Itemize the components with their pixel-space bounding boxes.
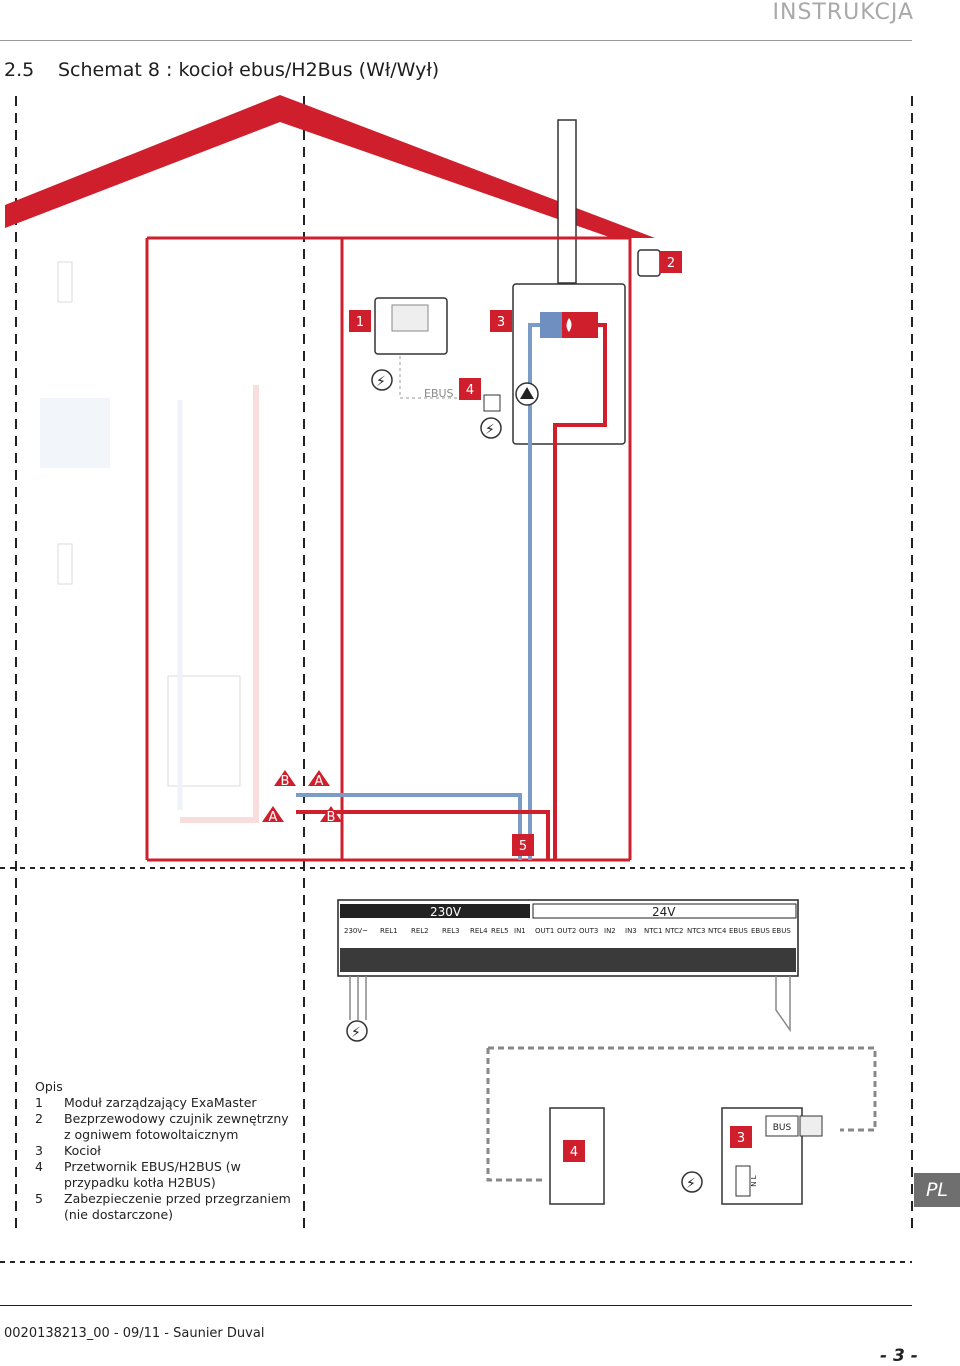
converter-detail: 4 [549, 1107, 605, 1205]
svg-text:⚡: ⚡ [376, 374, 386, 390]
svg-text:B: B [327, 810, 336, 825]
svg-text:4: 4 [570, 1145, 578, 1160]
voltage-230-label: 230V [430, 905, 462, 919]
svg-text:3: 3 [737, 1131, 745, 1146]
section-number: 2.5 [4, 59, 35, 81]
svg-text:REL4: REL4 [470, 927, 488, 935]
footer-divider [0, 1305, 912, 1306]
svg-text:B: B [281, 774, 290, 789]
svg-text:A: A [269, 810, 278, 825]
svg-text:⚡: ⚡ [351, 1025, 361, 1041]
marker-3: 3 [490, 310, 512, 332]
voltage-24-label: 24V [652, 905, 676, 919]
svg-text:5: 5 [519, 839, 527, 854]
svg-text:NTC4: NTC4 [708, 927, 727, 935]
terminal-block: 230V 24V [337, 899, 799, 977]
brand-header: INSTRUKCJA [772, 0, 914, 25]
converter-box [483, 394, 501, 412]
svg-text:EBUS: EBUS [751, 927, 770, 935]
cables [349, 976, 877, 1182]
svg-text:EBUS: EBUS [729, 927, 748, 935]
page-number: - 3 - [880, 1346, 918, 1366]
bus-label: BUS [773, 1123, 792, 1133]
footer-document-reference: 0020138213_00 - 09/11 - Saunier Duval [4, 1326, 265, 1341]
control-module [374, 297, 470, 399]
svg-text:REL1: REL1 [380, 927, 398, 935]
svg-text:REL2: REL2 [411, 927, 429, 935]
svg-text:230V~: 230V~ [344, 927, 368, 935]
svg-text:NTC1: NTC1 [644, 927, 662, 935]
svg-text:IN1: IN1 [514, 927, 526, 935]
marker-2: 2 [660, 251, 682, 273]
marker-1: 1 [349, 310, 371, 332]
language-tab: PL [914, 1173, 960, 1207]
outdoor-sensor [637, 249, 661, 277]
svg-text:⚡: ⚡ [485, 422, 495, 438]
svg-text:A: A [315, 774, 324, 789]
pipe-label-right: A B [308, 770, 342, 825]
svg-text:2: 2 [667, 256, 675, 271]
svg-text:REL5: REL5 [491, 927, 509, 935]
pipe-label-left: B A [262, 770, 296, 825]
power-icons: ⚡ ⚡ ⚡ ⚡ [346, 369, 703, 1193]
power-terminal-labels: N L [750, 1175, 758, 1186]
ebus-label: EBUS [424, 387, 454, 400]
pipes-main [296, 793, 550, 860]
svg-text:OUT3: OUT3 [579, 927, 598, 935]
house-roof [5, 95, 655, 284]
svg-text:NTC3: NTC3 [687, 927, 705, 935]
svg-text:4: 4 [466, 383, 474, 398]
house-outline [0, 96, 913, 1263]
svg-text:NTC2: NTC2 [665, 927, 683, 935]
header-divider [0, 40, 912, 41]
legend-title: Opis [35, 1079, 63, 1094]
svg-text:1: 1 [356, 315, 364, 330]
svg-text:3: 3 [497, 315, 505, 330]
svg-text:EBUS: EBUS [772, 927, 791, 935]
svg-text:REL3: REL3 [442, 927, 460, 935]
marker-5: 5 [512, 834, 534, 856]
svg-text:OUT2: OUT2 [557, 927, 576, 935]
marker-4: 4 [459, 378, 481, 400]
svg-text:OUT1: OUT1 [535, 927, 554, 935]
svg-text:IN3: IN3 [625, 927, 637, 935]
terminal-group-labels: 230V~ REL1 REL2 REL3 REL4 REL5 IN1 OUT1 … [344, 927, 791, 935]
faded-radiator-area [40, 261, 259, 823]
svg-text:⚡: ⚡ [686, 1176, 696, 1192]
boiler [512, 283, 626, 860]
boiler-detail: 3 BUS N L [721, 1107, 823, 1205]
svg-text:IN2: IN2 [604, 927, 616, 935]
section-heading: 2.5 Schemat 8 : kocioł ebus/H2Bus (Wł/Wył… [4, 59, 439, 81]
section-title: Schemat 8 : kocioł ebus/H2Bus (Wł/Wył) [58, 59, 440, 81]
